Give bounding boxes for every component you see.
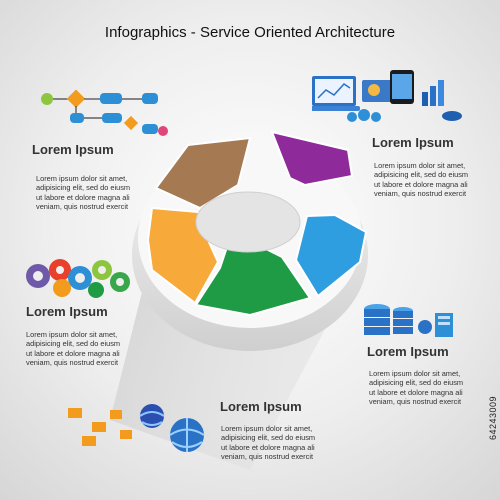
block-5-line-3: ut labore et dolore magna ali xyxy=(221,442,315,452)
block-4-line-3: ut labore et dolore magna ali xyxy=(369,387,463,397)
block-1-line-1: Lorem ipsum dolor sit amet, xyxy=(36,174,128,183)
gears-icon xyxy=(26,259,130,298)
ring-segment-bottom xyxy=(194,230,312,317)
block-3-line-2: adipisicing elit, sed do eiusm xyxy=(26,339,121,349)
block-3-line-1: Lorem ipsum dolor sit amet, xyxy=(26,330,118,339)
ring-segment-top-right xyxy=(270,130,354,187)
block-2-line-1: Lorem ipsum dolor sit amet, xyxy=(374,161,466,170)
block-heading-1: Lorem Ipsum xyxy=(32,142,114,157)
block-heading-2: Lorem Ipsum xyxy=(372,135,454,150)
flowchart-icon xyxy=(41,89,168,136)
block-body-5: Lorem ipsum dolor sit amet, adipisicing … xyxy=(221,424,341,461)
block-body-2: Lorem ipsum dolor sit amet, adipisicing … xyxy=(374,161,494,198)
block-5-line-1: Lorem ipsum dolor sit amet, xyxy=(221,424,313,433)
block-3-line-4: veniam, quis nostrud exercit xyxy=(26,357,119,367)
block-3-line-3: ut labore et dolore magna ali xyxy=(26,348,120,358)
block-2-line-2: adipisicing elit, sed do eiusm xyxy=(374,170,469,180)
block-4-line-2: adipisicing elit, sed do eiusm xyxy=(369,378,464,388)
block-2-line-4: veniam, quis nostrud exercit xyxy=(374,188,467,198)
block-2-line-3: ut labore et dolore magna ali xyxy=(374,179,468,189)
block-5-line-4: veniam, quis nostrud exercit xyxy=(221,451,314,461)
block-1-line-2: adipisicing elit, sed do eiusm xyxy=(36,183,131,193)
ring-segment-right xyxy=(294,213,368,298)
globe-mail-icon xyxy=(68,404,205,452)
block-body-4: Lorem ipsum dolor sit amet, adipisicing … xyxy=(369,369,489,406)
block-5-line-2: adipisicing elit, sed do eiusm xyxy=(221,433,316,443)
block-body-1: Lorem ipsum dolor sit amet, adipisicing … xyxy=(36,174,156,211)
block-heading-5: Lorem Ipsum xyxy=(220,399,302,414)
block-1-line-4: veniam, quis nostrud exercit xyxy=(36,201,129,211)
block-heading-4: Lorem Ipsum xyxy=(367,344,449,359)
image-id-label: 64243009 xyxy=(488,395,498,440)
ring-hole xyxy=(195,191,301,253)
block-4-line-1: Lorem ipsum dolor sit amet, xyxy=(369,369,461,378)
devices-icon xyxy=(312,70,462,122)
block-1-line-3: ut labore et dolore magna ali xyxy=(36,192,130,202)
servers-icon xyxy=(364,304,453,337)
ring-segment-top-left xyxy=(154,136,252,210)
block-heading-3: Lorem Ipsum xyxy=(26,304,108,319)
block-body-3: Lorem ipsum dolor sit amet, adipisicing … xyxy=(26,330,146,367)
page-title: Infographics - Service Oriented Architec… xyxy=(104,24,396,41)
block-4-line-4: veniam, quis nostrud exercit xyxy=(369,396,462,406)
